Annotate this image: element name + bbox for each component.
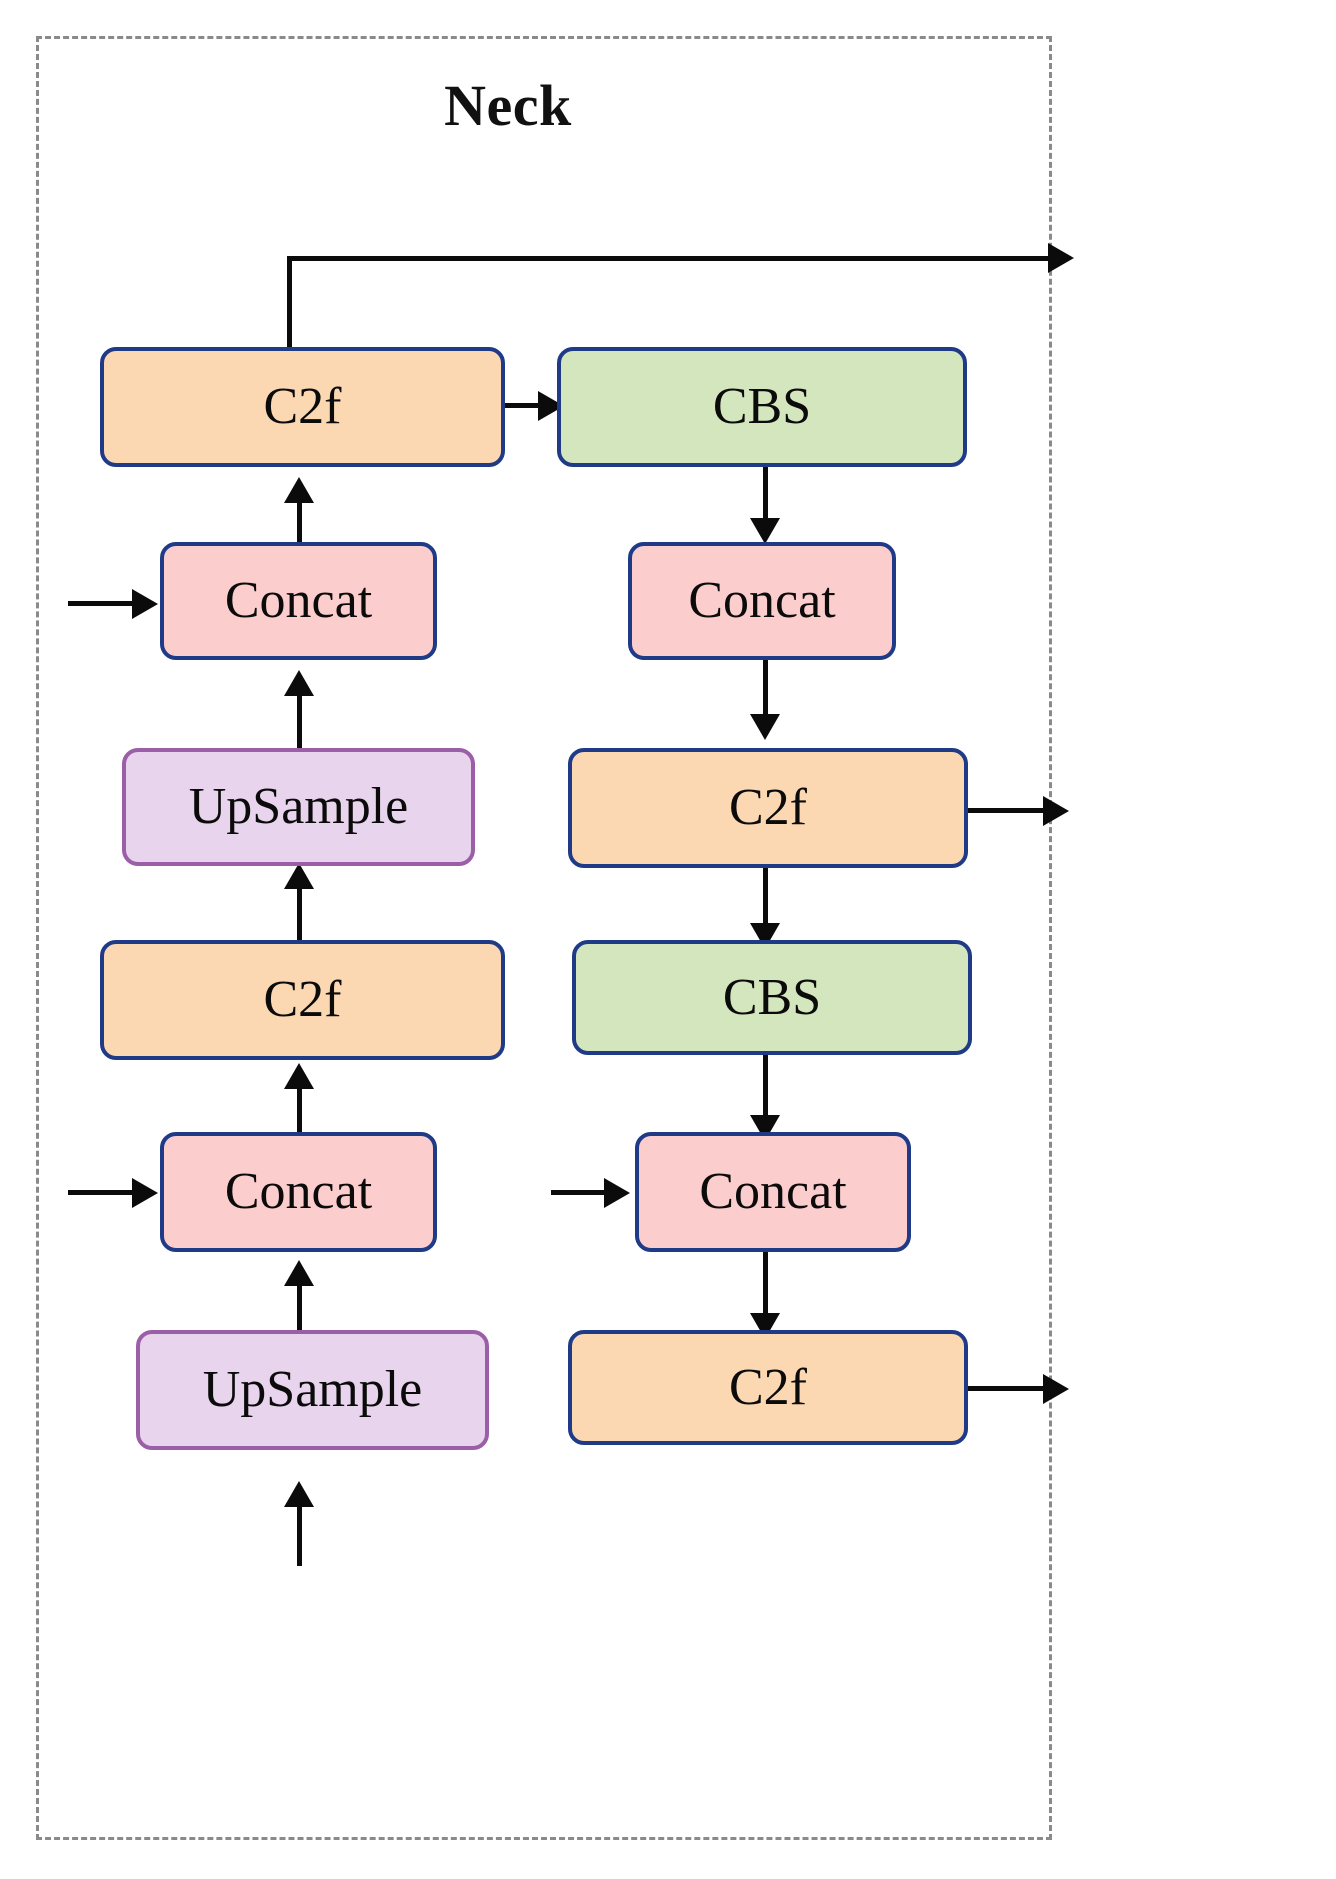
arrowhead-output-p4 <box>1043 796 1069 826</box>
arrowhead-concat-right-1-top <box>750 518 780 544</box>
node-label: C2f <box>263 971 342 1028</box>
edge-external-input-4 <box>551 1190 609 1195</box>
node-label: Concat <box>688 572 836 629</box>
neck-boundary-frame <box>36 36 1052 1840</box>
edge-c2f-top-left-up-stub <box>287 258 292 358</box>
node-label: Concat <box>224 572 373 629</box>
edge-concat-left-2-to-c2f-left-mid <box>297 1086 302 1150</box>
node-label: C2f <box>263 378 342 435</box>
node-label: CBS <box>722 968 822 1026</box>
arrowhead-output-p3 <box>1043 1374 1069 1404</box>
edge-concat-right-2-to-c2f-right-bottom <box>763 1252 768 1320</box>
edge-concat-right-1-to-c2f-right-mid <box>763 659 768 721</box>
edge-upsample-1-to-concat-1 <box>297 693 302 755</box>
node-concat-left-1[interactable]: Concat <box>160 542 437 660</box>
node-label: Concat <box>224 1163 373 1220</box>
edge-external-input-2 <box>68 1190 138 1195</box>
arrowhead-concat-right-2-in <box>604 1178 630 1208</box>
edge-concat-left-1-to-c2f-top <box>297 500 302 562</box>
node-label: C2f <box>729 1358 807 1416</box>
edge-cbs-right-low-to-concat-right-2 <box>763 1050 768 1122</box>
node-upsample-left-1[interactable]: UpSample <box>122 748 475 866</box>
node-c2f-left-mid[interactable]: C2f <box>100 940 505 1060</box>
arrowhead-c2f-top-left-bottom <box>284 477 314 503</box>
edge-cbs-top-to-concat-right-1 <box>763 463 768 523</box>
node-label: CBS <box>712 378 812 435</box>
arrowhead-c2f-left-mid-bottom <box>284 1063 314 1089</box>
node-upsample-left-2[interactable]: UpSample <box>136 1330 489 1450</box>
node-label: UpSample <box>188 778 409 835</box>
arrowhead-c2f-right-mid-top <box>750 714 780 740</box>
arrowhead-upsample-2-bottom <box>284 1481 314 1507</box>
page-title: Neck <box>444 73 572 138</box>
edge-c2f-right-bottom-to-output-p3 <box>968 1386 1050 1391</box>
edge-upsample-2-to-concat-2 <box>297 1283 302 1345</box>
edge-c2f-right-mid-to-output-p4 <box>968 808 1050 813</box>
edge-c2f-left-mid-to-upsample-1 <box>297 886 302 948</box>
node-concat-right-2[interactable]: Concat <box>635 1132 911 1252</box>
arrowhead-output-p5 <box>1048 243 1074 273</box>
node-label: UpSample <box>202 1361 423 1418</box>
arrowhead-concat-left-2-bottom <box>284 1260 314 1286</box>
node-label: C2f <box>729 779 807 836</box>
node-cbs-right-low[interactable]: CBS <box>572 940 972 1055</box>
node-c2f-right-bottom[interactable]: C2f <box>568 1330 968 1445</box>
edge-c2f-right-mid-to-cbs-right-low <box>763 868 768 930</box>
edge-c2f-top-left-to-cbs <box>505 403 543 408</box>
node-label: Concat <box>699 1163 847 1220</box>
edge-external-input-1 <box>68 601 138 606</box>
arrowhead-concat-left-2-in <box>132 1178 158 1208</box>
arrowhead-upsample-1-bottom <box>284 863 314 889</box>
arrowhead-concat-left-1-bottom <box>284 670 314 696</box>
node-concat-left-2[interactable]: Concat <box>160 1132 437 1252</box>
node-cbs-top-right[interactable]: CBS <box>557 347 967 467</box>
node-c2f-right-mid[interactable]: C2f <box>568 748 968 868</box>
edge-c2f-top-left-to-output-p5 <box>287 256 1059 261</box>
node-c2f-top-left[interactable]: C2f <box>100 347 505 467</box>
node-concat-right-1[interactable]: Concat <box>628 542 896 660</box>
edge-external-input-3 <box>297 1504 302 1566</box>
arrowhead-concat-left-1-in <box>132 589 158 619</box>
